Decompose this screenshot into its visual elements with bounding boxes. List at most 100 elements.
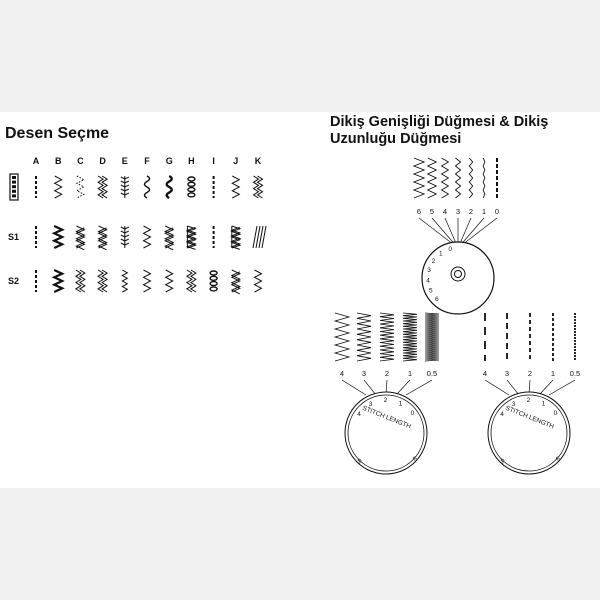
selector-frame	[9, 173, 19, 201]
stitch-glyph	[75, 225, 86, 251]
selector-block	[12, 189, 16, 193]
width-dial-mark: 0	[448, 246, 452, 253]
stitch-mark	[252, 175, 260, 199]
stitch-mark	[97, 175, 105, 199]
length-value-label: 0.5	[427, 369, 437, 378]
stitch-mark	[142, 269, 152, 293]
selector-block	[12, 176, 16, 179]
column-label-f: F	[144, 156, 150, 166]
stitch-mark	[256, 175, 264, 199]
stitch-mark	[120, 234, 126, 238]
length-value-label: 2	[385, 369, 389, 378]
width-dial-mark: 3	[427, 267, 431, 274]
length-zigzag-sample	[356, 312, 372, 362]
length-value-label: 1	[408, 369, 412, 378]
stitch-mark	[124, 234, 130, 238]
pattern-selection-title: Desen Seçme	[5, 125, 110, 142]
stitch-glyph	[187, 176, 196, 198]
stitch-glyph	[230, 225, 242, 250]
length-leader-line	[405, 379, 433, 396]
stitch-glyph	[231, 175, 241, 199]
width-value-label: 6	[417, 207, 421, 216]
column-label-g: G	[166, 156, 173, 166]
stitch-mark	[230, 271, 242, 295]
length-leader-line	[363, 379, 377, 396]
length-value-label: 3	[505, 369, 509, 378]
column-label-j: J	[233, 156, 238, 166]
stitch-mark	[74, 269, 82, 293]
stitch-glyph	[185, 269, 197, 293]
stitch-glyph	[74, 269, 86, 293]
dial-section-title-line1: Dikiş Genişliği Düğmesi & Dikiş	[330, 114, 549, 130]
stitch-mark	[163, 225, 175, 249]
length-dial-inner	[490, 394, 568, 472]
length-dial-mark: 2	[384, 397, 388, 404]
stitch-mark	[124, 176, 130, 180]
width-dial-knob-center	[454, 270, 462, 278]
length-leader-line	[548, 379, 576, 396]
stitch-glyph	[142, 269, 152, 293]
stitch-glyph	[230, 269, 242, 295]
length-value-label: 0.5	[570, 369, 580, 378]
width-dial-knob	[450, 266, 466, 282]
stitch-mark	[209, 280, 218, 287]
length-dial-mark: 0	[411, 410, 415, 417]
length-zigzag-sample	[379, 312, 395, 362]
stitch-glyph	[97, 175, 109, 199]
width-zigzag-sample	[454, 157, 462, 199]
row-label-s2: S2	[8, 276, 19, 286]
stitch-mark	[252, 225, 258, 249]
length-dial-mark: 3	[512, 401, 516, 408]
stitch-mark	[165, 174, 173, 200]
stitch-mark	[120, 230, 126, 234]
stitch-mark	[189, 269, 197, 293]
stitch-mark	[51, 269, 65, 293]
stitch-mark	[187, 181, 196, 187]
dial-s-label: S	[499, 456, 506, 464]
width-zigzag-sample	[412, 157, 426, 199]
stitch-mark	[120, 184, 126, 188]
row-label-s1: S1	[8, 232, 19, 242]
stitch-mark	[124, 180, 130, 184]
stitch-mark	[78, 269, 86, 293]
column-label-e: E	[122, 156, 128, 166]
length-value-label: 2	[528, 369, 532, 378]
stitch-glyph	[121, 269, 129, 293]
stitch-glyph	[51, 269, 65, 293]
selector-block	[12, 180, 16, 184]
stitch-mark	[101, 175, 109, 199]
length-value-label: 3	[362, 369, 366, 378]
width-dial-mark: 5	[429, 288, 433, 295]
stitch-mark	[230, 269, 242, 293]
column-label-a: A	[33, 156, 40, 166]
column-label-d: D	[99, 156, 106, 166]
stitch-mark	[75, 175, 85, 199]
stitch-mark	[142, 225, 152, 249]
column-label-c: C	[77, 156, 84, 166]
stitch-mark	[120, 180, 126, 184]
stitch-glyph	[185, 225, 197, 250]
stitch-glyph	[252, 225, 267, 249]
dial-section-title: Dikiş Genişliği Düğmesi & Dikiş Uzunluğu…	[330, 114, 590, 148]
length-dial-outer	[344, 391, 428, 475]
column-label-k: K	[255, 156, 262, 166]
selector-block	[12, 185, 16, 189]
width-value-label: 2	[469, 207, 473, 216]
width-zigzag-sample	[482, 157, 486, 199]
width-value-label: 3	[456, 207, 460, 216]
stitch-mark	[121, 269, 129, 293]
selector-icon	[9, 173, 19, 201]
stitch-mark	[124, 242, 130, 246]
stitch-mark	[97, 269, 105, 293]
width-dial-mark: 1	[439, 250, 443, 257]
stitch-mark	[120, 192, 126, 196]
width-value-label: 5	[430, 207, 434, 216]
stitch-glyph	[252, 175, 264, 199]
width-dial-mark: 2	[432, 258, 436, 265]
length-leader-line	[341, 379, 367, 396]
length-dial-mark: 1	[399, 400, 403, 407]
length-value-label: 1	[551, 369, 555, 378]
